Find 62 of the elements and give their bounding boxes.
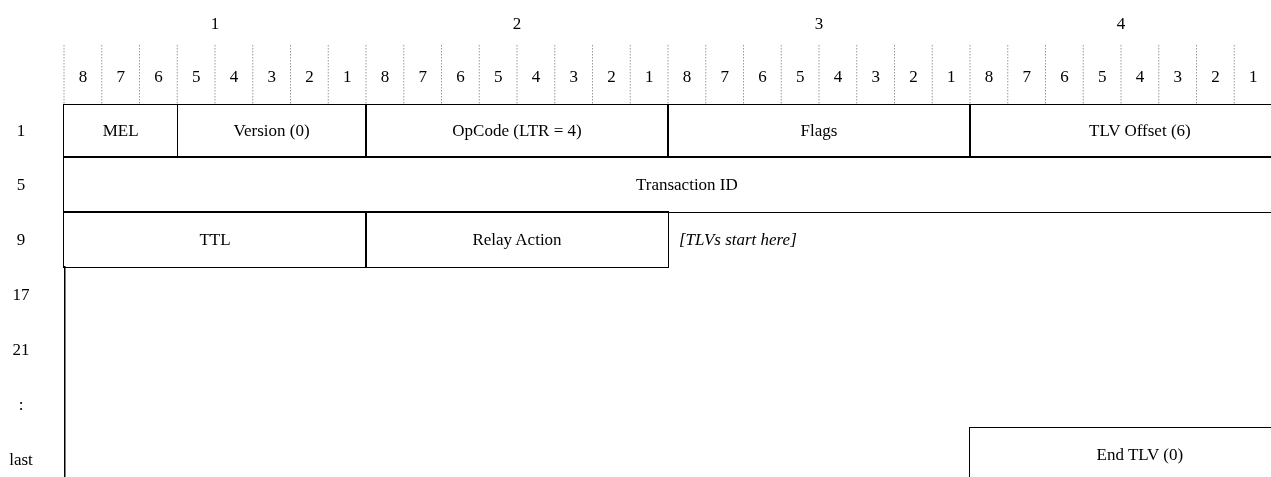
octet-offset: last [9, 450, 33, 470]
field-name: Flags [800, 121, 838, 141]
bit-field [365, 211, 669, 268]
bit-number: 7 [116, 67, 125, 87]
octet-offset: 1 [16, 121, 26, 141]
bit-number: 1 [342, 67, 352, 87]
bit-field [63, 156, 1271, 213]
bit-number: 6 [1060, 67, 1069, 87]
bit-number: 8 [380, 67, 390, 87]
bit-field [63, 104, 178, 158]
bit-number: 2 [1211, 67, 1220, 87]
field-name: TTL [199, 229, 231, 250]
bit-number: 3 [871, 67, 880, 87]
bit-number: 4 [1135, 67, 1145, 87]
bit-number: 6 [456, 67, 465, 87]
bit-field [176, 104, 367, 158]
bit-number: 2 [305, 67, 314, 87]
bit-number: 5 [795, 67, 805, 87]
byte-number: 4 [1116, 14, 1126, 34]
bit-number: 3 [1173, 67, 1182, 87]
field-name: Relay Action [472, 229, 562, 250]
field-name: OpCode (LTR = 4) [452, 121, 582, 141]
field-name: Transaction ID [635, 174, 738, 195]
bit-number: 5 [1097, 67, 1107, 87]
bit-number: 7 [418, 67, 427, 87]
bit-number: 8 [78, 67, 88, 87]
bit-number: 8 [682, 67, 692, 87]
octet-offset: 21 [12, 340, 30, 360]
bit-number: 4 [229, 67, 239, 87]
bit-number: 4 [531, 67, 541, 87]
octet-offset: : [18, 395, 24, 415]
byte-number: 2 [512, 14, 522, 34]
bit-number: 3 [267, 67, 276, 87]
note: [TLVs start here] [679, 230, 797, 250]
bit-number: 7 [1022, 67, 1031, 87]
bit-number: 1 [1248, 67, 1258, 87]
octet-offset: 17 [12, 285, 30, 305]
bit-number: 6 [758, 67, 767, 87]
bit-field [667, 104, 971, 158]
bit-field [969, 427, 1271, 477]
bit-field [969, 104, 1271, 158]
bit-number: 6 [154, 67, 163, 87]
byte-number: 1 [210, 14, 220, 34]
field-name: TLV Offset (6) [1089, 121, 1191, 141]
bit-number: 2 [607, 67, 616, 87]
bit-field [63, 211, 367, 268]
field-name: Version (0) [233, 121, 310, 141]
bit-field [365, 104, 669, 158]
byte-number: 3 [814, 14, 824, 34]
bit-number: 2 [909, 67, 918, 87]
field-name: End TLV (0) [1096, 445, 1184, 465]
bit-number: 1 [644, 67, 654, 87]
field-name: MEL [102, 121, 139, 141]
octet-offset: 9 [16, 230, 26, 250]
bit-number: 8 [984, 67, 994, 87]
bit-number: 1 [946, 67, 956, 87]
bit-number: 7 [720, 67, 729, 87]
bit-number: 5 [191, 67, 201, 87]
bit-number: 4 [833, 67, 843, 87]
bit-number: 3 [569, 67, 578, 87]
octet-offset: 5 [16, 175, 26, 195]
bit-number: 5 [493, 67, 503, 87]
